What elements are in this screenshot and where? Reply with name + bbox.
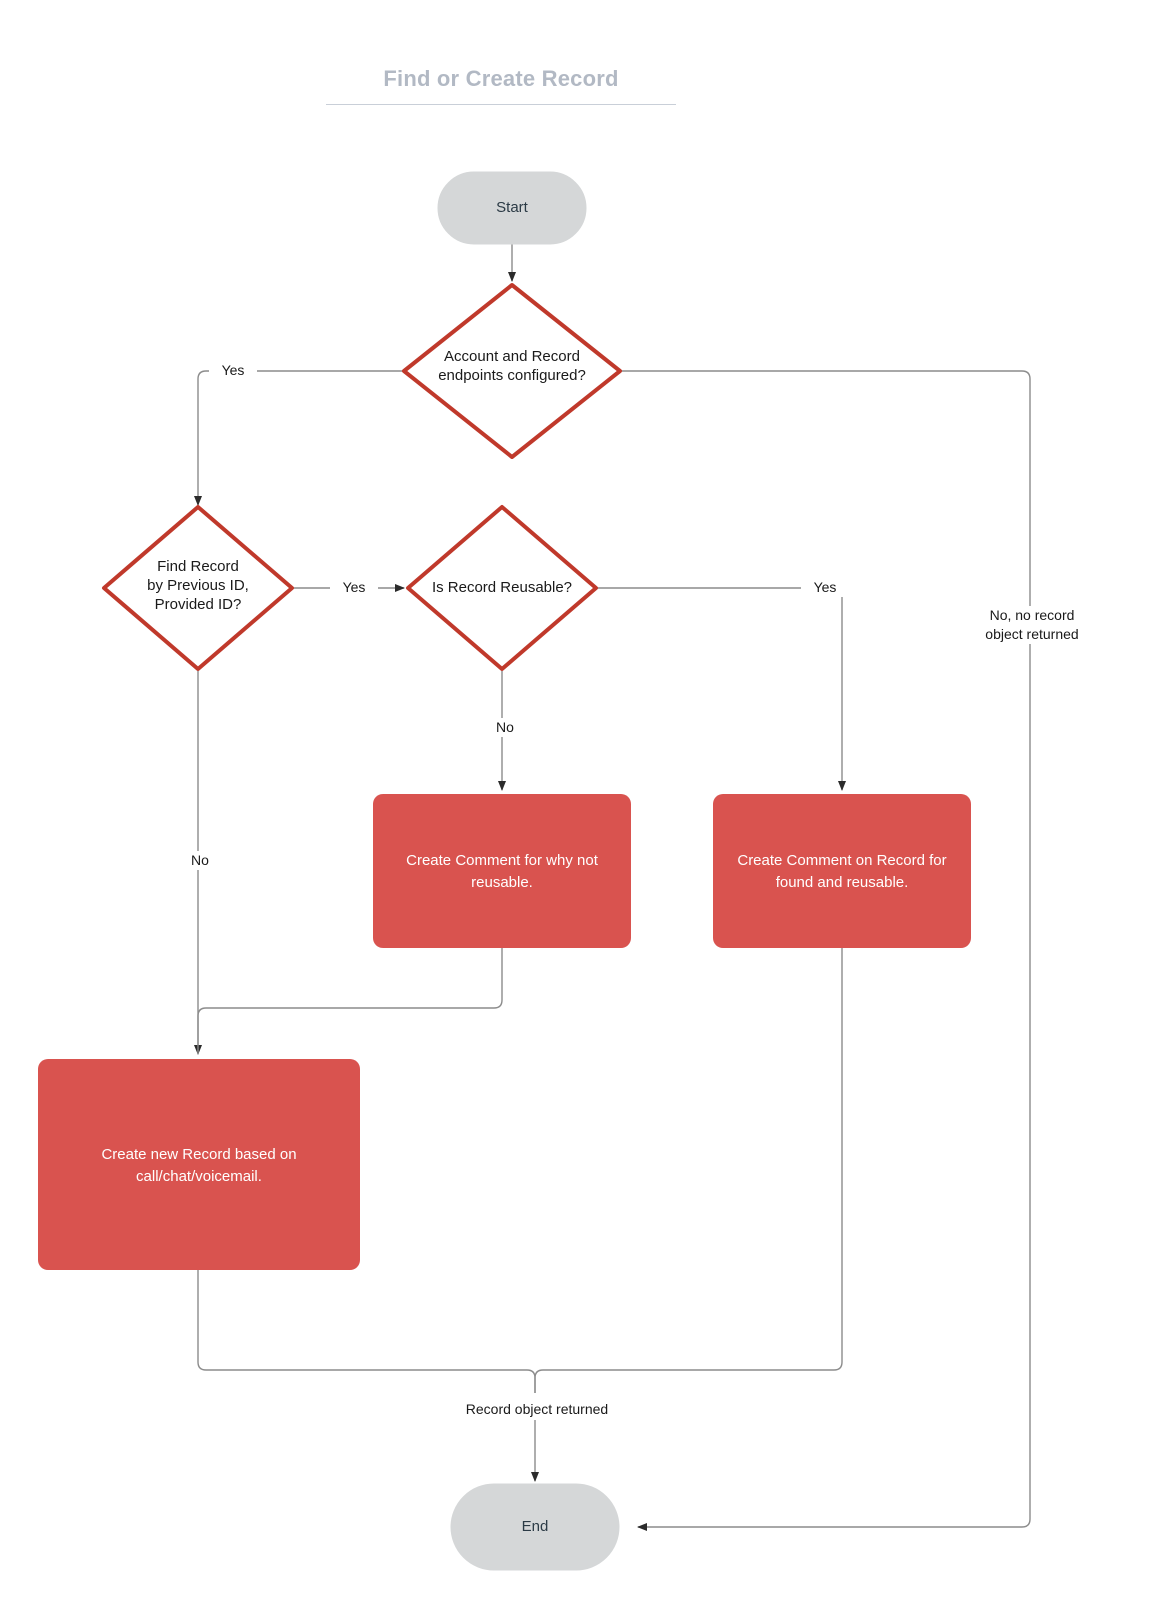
edge-endpoints-no xyxy=(620,370,1031,1531)
node-create-record[interactable] xyxy=(38,1059,360,1270)
page-title: Find or Create Record xyxy=(383,66,619,91)
node-end[interactable] xyxy=(450,1483,620,1571)
node-endpoints-decision[interactable] xyxy=(402,283,622,459)
title-divider xyxy=(326,104,676,105)
node-reusable-decision[interactable] xyxy=(406,505,598,671)
edge-label-endpoints-no: No, no record object returned xyxy=(956,606,1108,644)
edge-label-reusable-no: No xyxy=(481,718,529,737)
edge-label-reusable-yes: Yes xyxy=(801,578,849,597)
edge-endpoints-yes xyxy=(194,370,404,506)
edge-comment-found-to-end xyxy=(534,948,843,1393)
node-find-record-decision[interactable] xyxy=(102,505,294,671)
edge-label-find-record-yes: Yes xyxy=(330,578,378,597)
edge-label-endpoints-yes: Yes xyxy=(209,361,257,380)
edge-create-record-to-end xyxy=(197,1270,536,1393)
edge-comment-why-not-to-create xyxy=(197,948,503,1054)
node-start[interactable] xyxy=(437,171,587,245)
node-comment-why-not[interactable] xyxy=(373,794,631,948)
node-comment-found[interactable] xyxy=(713,794,971,948)
edge-label-find-record-no: No xyxy=(176,851,224,870)
edge-label-record-returned: Record object returned xyxy=(435,1400,639,1419)
edge-reusable-yes xyxy=(596,587,846,791)
